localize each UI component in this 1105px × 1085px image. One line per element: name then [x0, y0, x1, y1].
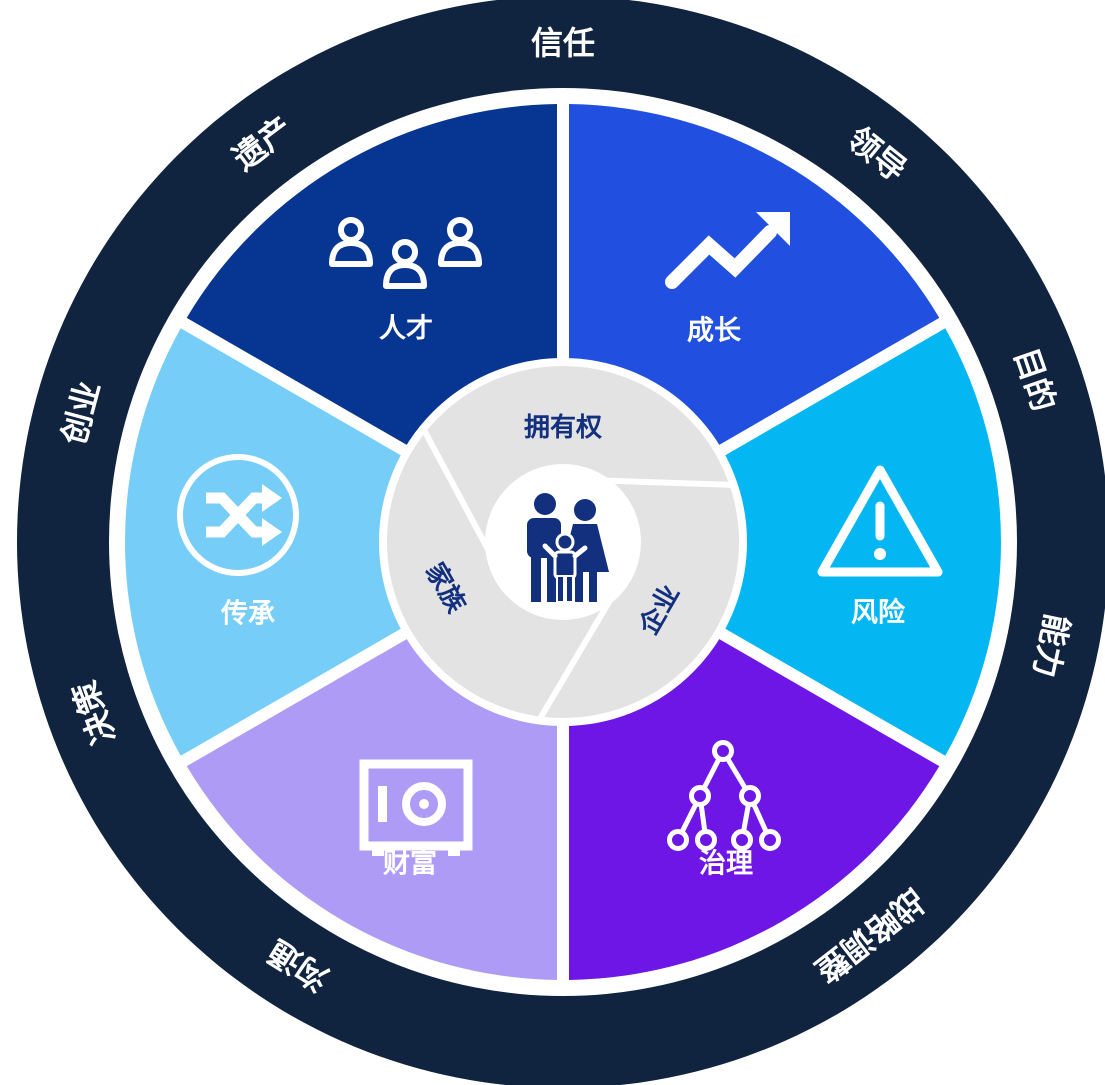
segment-label: 传承 [220, 599, 275, 630]
segment-icons [177, 212, 943, 856]
family-icon [527, 493, 609, 603]
segment-3 [186, 635, 558, 980]
segment-1 [718, 328, 1001, 756]
segment-label: 财富 [383, 848, 437, 880]
inner-label: 拥有权 [524, 413, 602, 443]
growth-arrow-icon [665, 212, 790, 289]
hierarchy-tree-icon [667, 740, 781, 851]
segment-label: 风险 [851, 597, 906, 629]
safe-icon [359, 759, 473, 856]
segment-5 [186, 104, 558, 449]
segment-0 [568, 104, 940, 449]
shuffle-icon [177, 454, 299, 576]
segment-label: 人才 [379, 314, 433, 345]
people-group-icon [329, 217, 482, 289]
ring-label: 信任 [531, 24, 595, 62]
warning-triangle-icon [817, 465, 943, 577]
segment-label: 治理 [699, 849, 753, 880]
segment-label: 成长 [687, 316, 742, 347]
